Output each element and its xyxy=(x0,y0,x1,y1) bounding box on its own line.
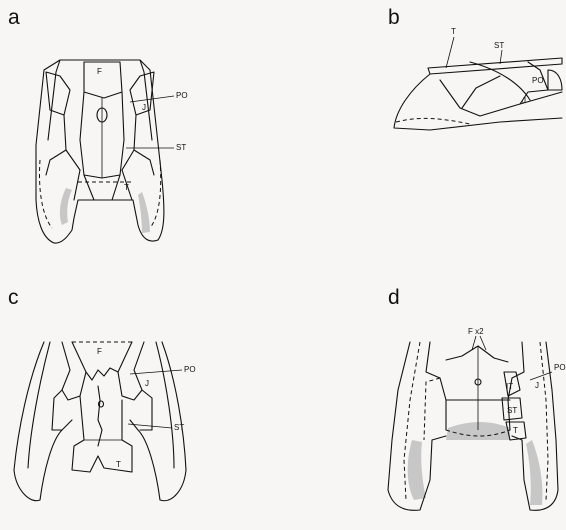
label-a-frontal: F xyxy=(97,67,102,76)
label-b-jugal: J xyxy=(522,96,526,105)
label-d-intertemporal: IT xyxy=(506,382,513,391)
panel-c: c F PO J ST T xyxy=(8,286,196,501)
panel-c-skull-drawing: F PO J ST T xyxy=(14,342,196,501)
panel-b-skull-drawing: T ST PO J xyxy=(394,27,562,130)
label-a-postorbital: PO xyxy=(176,91,188,100)
panel-a-letter: a xyxy=(8,6,20,29)
label-d-tabular: T xyxy=(513,426,518,435)
label-a-tabular: T xyxy=(124,183,129,192)
label-c-supratemporal: ST xyxy=(174,423,184,432)
label-b-tabular: T xyxy=(451,27,456,36)
panel-d-skull-drawing: F x2 IT PO J ST T xyxy=(388,327,566,510)
label-c-postorbital: PO xyxy=(184,365,196,374)
label-d-jugal: J xyxy=(535,381,539,390)
label-d-frontal-x2: F x2 xyxy=(468,327,484,336)
label-c-tabular: T xyxy=(116,460,121,469)
label-d-supratemporal: ST xyxy=(507,406,517,415)
panel-c-letter: c xyxy=(8,286,19,309)
panel-b: b T ST PO J xyxy=(388,6,562,130)
label-b-supratemporal: ST xyxy=(494,41,504,50)
panel-a-skull-drawing: F PO J ST T xyxy=(36,60,188,243)
label-c-jugal: J xyxy=(145,379,149,388)
panel-d: d F x2 IT xyxy=(388,286,566,510)
label-a-supratemporal: ST xyxy=(176,143,186,152)
panel-b-letter: b xyxy=(388,6,400,29)
label-d-postorbital: PO xyxy=(554,363,566,372)
panel-a: a F xyxy=(8,6,188,243)
panel-d-letter: d xyxy=(388,286,400,309)
label-c-frontal: F xyxy=(97,347,102,356)
label-b-postorbital: PO xyxy=(532,76,544,85)
label-a-jugal: J xyxy=(142,103,146,112)
